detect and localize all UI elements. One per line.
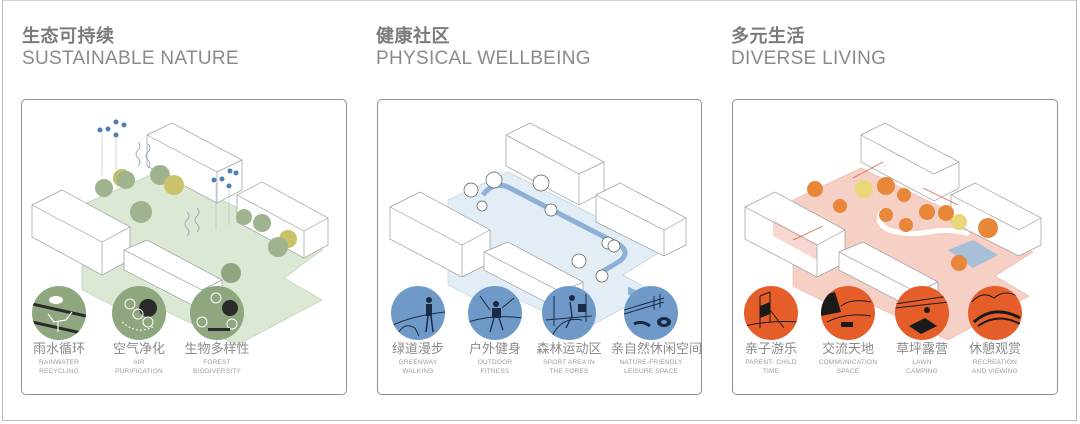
playground-icon xyxy=(744,286,798,340)
feature-parent-child-time: 亲子游乐 PARENT- CHILD TIME xyxy=(733,286,811,376)
feature-label-cn: 亲子游乐 xyxy=(744,342,797,357)
feature-outdoor-fitness: 户外健身 OUTDOOR FITNESS xyxy=(455,286,535,376)
camping-icon xyxy=(895,286,949,340)
feature-rainwater-recycling: 雨水循环 RAINWATER RECYCLING xyxy=(22,286,99,376)
feature-air-purification: 空气净化 AIR PURIFICATION xyxy=(99,286,179,376)
feature-label-cn: 交流天地 xyxy=(821,342,874,357)
feature-label-cn: 亲自然休闲空间 xyxy=(611,342,702,357)
rainwater-icon xyxy=(32,286,86,340)
feature-lawn-camping: 草坪露营 LAWN CAMPING xyxy=(882,286,962,376)
tree-icons xyxy=(463,171,621,283)
feature-forest-biodiversity: 生物多样性 FOREST BIODIVERSITY xyxy=(177,286,257,376)
heading-en: DIVERSE LIVING xyxy=(731,48,887,69)
section-heading-diverse: 多元生活 DIVERSE LIVING xyxy=(731,27,886,71)
feature-label-en: OUTDOOR FITNESS xyxy=(477,359,513,375)
feature-label-en: SPORT AREA IN THE FORES xyxy=(543,359,595,375)
leisure-icon xyxy=(624,286,678,340)
feature-greenway-walking: 绿道漫步 GREENWAY WALKING xyxy=(378,286,458,376)
feature-label-en: COMMUNICATION SPACE xyxy=(818,359,878,375)
feature-label-cn: 户外健身 xyxy=(468,342,521,357)
heading-cn: 多元生活 xyxy=(731,26,805,47)
section-heading-sustainable: 生态可持续 SUSTAINABLE NATURE xyxy=(22,27,239,71)
feature-label-cn: 生物多样性 xyxy=(184,342,250,357)
heading-en: SUSTAINABLE NATURE xyxy=(22,48,239,69)
feature-label-en: RECREATION AND VIEWING xyxy=(972,359,1018,375)
feature-label-en: RAINWATER RECYCLING xyxy=(38,359,80,375)
feature-label-en: FOREST BIODIVERSITY xyxy=(193,359,241,375)
biodiversity-icon xyxy=(190,286,244,340)
raindrop-icon xyxy=(97,119,239,189)
feature-label-cn: 草坪露营 xyxy=(895,342,948,357)
communication-icon xyxy=(821,286,875,340)
heading-en: PHYSICAL WELLBEING xyxy=(376,48,591,69)
walking-icon xyxy=(391,286,445,340)
feature-label-cn: 空气净化 xyxy=(112,342,165,357)
tree-icons xyxy=(807,177,998,271)
viewing-icon xyxy=(968,286,1022,340)
panel-sustainable-nature: 雨水循环 RAINWATER RECYCLING 空气净化 AIR PURIFI… xyxy=(21,99,347,395)
feature-label-en: GREENWAY WALKING xyxy=(398,359,438,375)
feature-label-en: LAWN CAMPING xyxy=(906,359,938,375)
section-heading-wellbeing: 健康社区 PHYSICAL WELLBEING xyxy=(376,27,591,71)
feature-label-cn: 森林运动区 xyxy=(536,342,602,357)
feature-recreation-viewing: 休憩观赏 RECREATION AND VIEWING xyxy=(955,286,1035,376)
panel-diverse-living: 亲子游乐 PARENT- CHILD TIME 交流天地 COMMUNICATI… xyxy=(732,99,1058,395)
feature-label-cn: 休憩观赏 xyxy=(968,342,1021,357)
sport-area-icon xyxy=(542,286,596,340)
feature-label-en: AIR PURIFICATION xyxy=(115,359,163,375)
heading-cn: 健康社区 xyxy=(376,26,450,47)
feature-nature-leisure: 亲自然休闲空间 NATURE-FRIENDLY LEISURE SPACE xyxy=(611,286,702,376)
feature-sport-area-forest: 森林运动区 SPORT AREA IN THE FORES xyxy=(529,286,609,376)
tree-icons xyxy=(95,165,297,283)
panel-physical-wellbeing: 绿道漫步 GREENWAY WALKING 户外健身 OUTDOOR FITNE… xyxy=(377,99,702,395)
fitness-icon xyxy=(468,286,522,340)
feature-label-cn: 绿道漫步 xyxy=(391,342,444,357)
heading-cn: 生态可持续 xyxy=(22,26,115,47)
feature-label-en: PARENT- CHILD TIME xyxy=(745,359,797,375)
feature-communication-space: 交流天地 COMMUNICATION SPACE xyxy=(808,286,888,376)
air-purification-icon xyxy=(112,286,166,340)
feature-label-cn: 雨水循环 xyxy=(32,342,85,357)
feature-label-en: NATURE-FRIENDLY LEISURE SPACE xyxy=(619,359,683,375)
